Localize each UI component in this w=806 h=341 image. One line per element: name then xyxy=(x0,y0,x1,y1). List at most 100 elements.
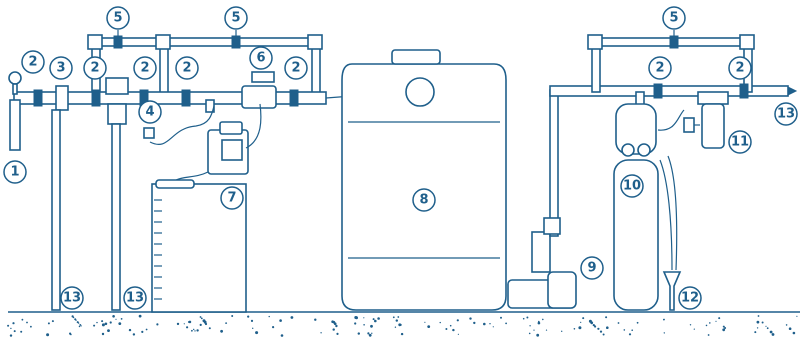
gravel-dot xyxy=(631,329,633,331)
gravel-dot xyxy=(102,323,105,326)
gravel-dot xyxy=(578,326,581,329)
gravel-dot xyxy=(469,317,471,319)
gravel-dot xyxy=(706,325,708,327)
gravel-dot xyxy=(101,320,103,322)
gravel-dot xyxy=(664,332,665,333)
gravel-dot xyxy=(184,323,185,324)
gravel-dot xyxy=(10,334,12,336)
gravel-dot xyxy=(335,325,337,327)
gravel-dot xyxy=(363,324,365,326)
gravel-dot xyxy=(624,329,626,331)
gravel-dot xyxy=(427,325,430,328)
gravel-dot xyxy=(505,323,507,325)
svg-text:2: 2 xyxy=(140,61,149,76)
gravel-dot xyxy=(26,322,28,324)
gravel-dot xyxy=(115,319,116,320)
svg-text:5: 5 xyxy=(231,11,240,26)
gravel-dot xyxy=(272,326,274,328)
svg-text:11: 11 xyxy=(731,135,749,150)
callout-1: 1 xyxy=(4,161,26,183)
gravel-dot xyxy=(20,331,22,333)
gravel-dot xyxy=(358,332,360,334)
gravel-dot xyxy=(141,331,143,333)
gravel-dot xyxy=(12,322,14,324)
gravel-dot xyxy=(281,334,284,337)
gravel-dot xyxy=(754,331,756,333)
gravel-dot xyxy=(129,329,131,331)
gravel-dot xyxy=(75,320,76,321)
drain-funnel xyxy=(660,156,680,310)
gravel-dot xyxy=(400,324,402,326)
gravel-dot xyxy=(93,325,95,327)
gravel-dot xyxy=(397,316,399,318)
callout-10: 10 xyxy=(621,175,643,197)
gravel-dot xyxy=(194,330,195,331)
svg-text:9: 9 xyxy=(587,261,596,276)
callout-2: 2 xyxy=(285,57,307,79)
callout-7: 7 xyxy=(221,187,243,209)
callout-13: 13 xyxy=(61,287,83,309)
gravel-dot xyxy=(79,326,81,328)
gravel-dot xyxy=(605,316,607,318)
svg-text:1: 1 xyxy=(10,165,19,180)
gravel-dot xyxy=(118,322,121,325)
gravel-dot xyxy=(146,329,148,331)
gravel-dot xyxy=(489,323,490,324)
gravel-dot xyxy=(201,318,203,320)
gravel-dot xyxy=(796,316,797,317)
gravel-dot xyxy=(582,317,584,319)
gravel-dot xyxy=(70,334,72,336)
gravel-dot xyxy=(452,329,454,331)
callout-13: 13 xyxy=(124,287,146,309)
gravel-dot xyxy=(529,325,530,326)
svg-text:2: 2 xyxy=(655,61,664,76)
gravel-dot xyxy=(395,327,396,328)
callout-8: 8 xyxy=(413,189,435,211)
gravel-dot xyxy=(440,322,441,323)
gravel-dot xyxy=(373,318,375,320)
callout-2: 2 xyxy=(649,57,671,79)
gravel-dot xyxy=(105,323,108,326)
gravel-dot xyxy=(500,317,502,319)
gravel-dot xyxy=(354,322,356,324)
gravel-dot xyxy=(73,317,75,319)
gravel-dot xyxy=(424,322,425,323)
callout-5: 5 xyxy=(225,7,247,29)
gravel-dot xyxy=(708,334,710,336)
svg-text:10: 10 xyxy=(623,179,641,194)
ground xyxy=(7,312,800,337)
gravel-dot xyxy=(320,332,321,333)
gravel-dot xyxy=(663,319,665,321)
gravel-dot xyxy=(220,330,223,333)
gravel-dot xyxy=(30,326,32,328)
gravel-dot xyxy=(757,327,758,328)
svg-text:8: 8 xyxy=(419,193,428,208)
gravel-dot xyxy=(251,320,253,322)
svg-text:13: 13 xyxy=(777,107,795,122)
callout-12: 12 xyxy=(679,287,701,309)
gravel-dot xyxy=(629,333,631,335)
svg-text:2: 2 xyxy=(90,61,99,76)
gravel-dot xyxy=(177,323,179,325)
gravel-dot xyxy=(580,322,581,323)
callout-2: 2 xyxy=(22,51,44,73)
gravel-dot xyxy=(483,323,486,326)
gravel-dot xyxy=(22,319,24,321)
gravel-dot xyxy=(363,317,364,318)
gravel-dot xyxy=(247,316,249,318)
booster-pump xyxy=(508,90,576,308)
gravel-dot xyxy=(603,334,605,336)
gravel-dot xyxy=(110,321,112,323)
gravel-dot xyxy=(102,333,104,335)
gravel-dot xyxy=(314,319,316,321)
gravel-dot xyxy=(393,316,395,318)
callout-2: 2 xyxy=(84,57,106,79)
gravel-dot xyxy=(450,325,452,327)
gravel-dot xyxy=(48,322,50,324)
gravel-dot xyxy=(14,330,16,332)
gravel-dot xyxy=(200,324,202,326)
gravel-dot xyxy=(401,333,403,335)
gravel-dot xyxy=(772,333,774,335)
